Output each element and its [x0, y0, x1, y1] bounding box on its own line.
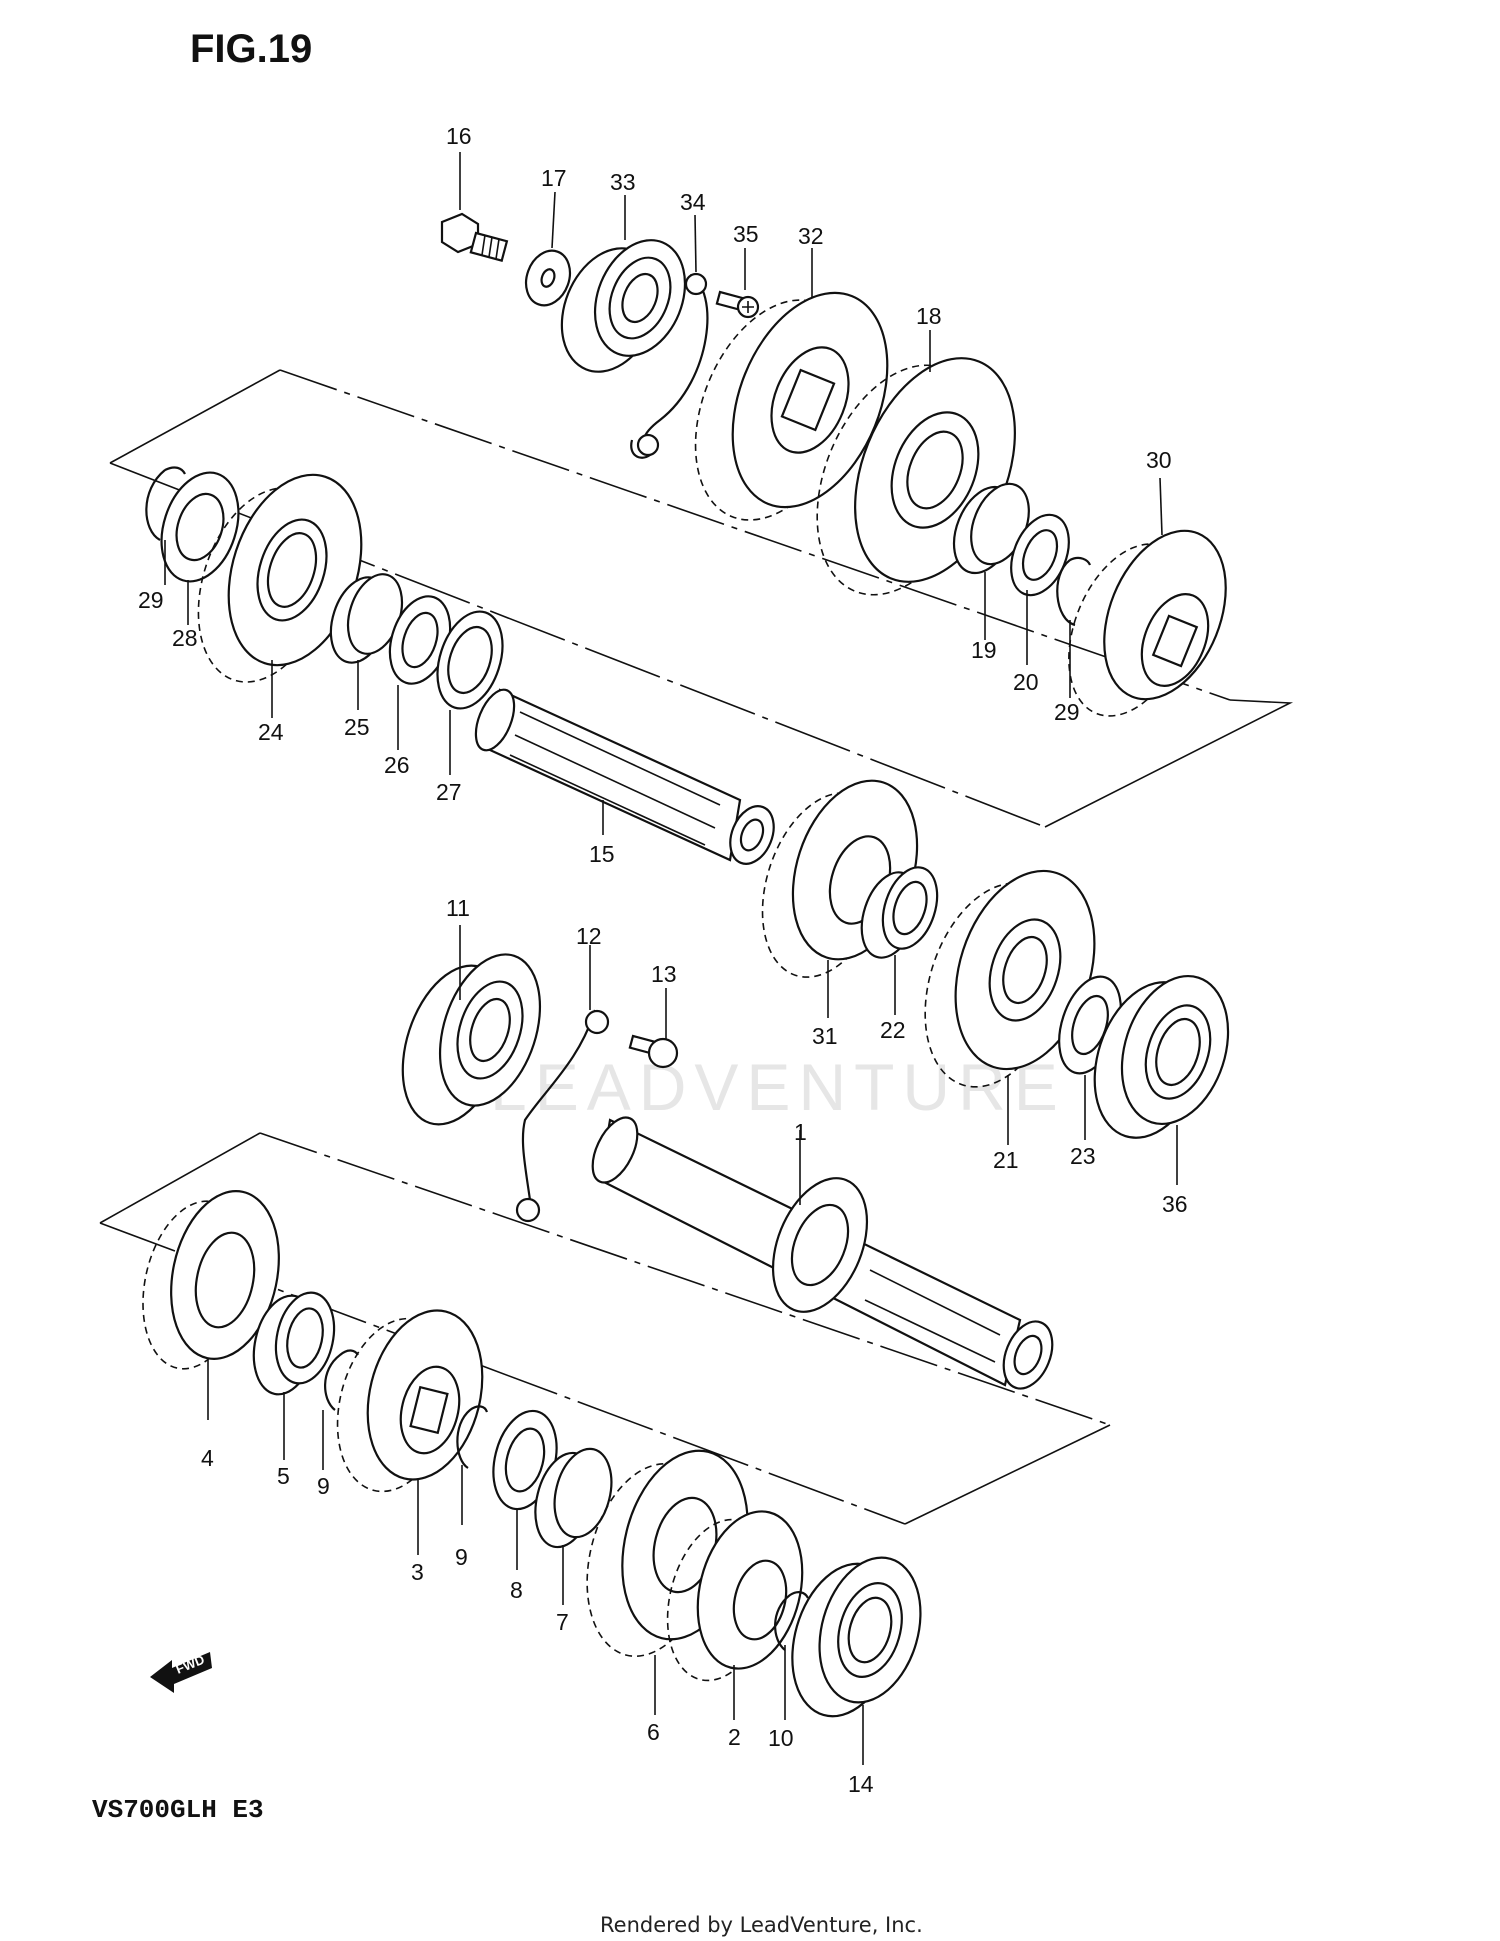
part-10-circlip[interactable]: [774, 1591, 809, 1651]
part-32-gear[interactable]: [665, 270, 917, 544]
part-12-retainer[interactable]: [515, 1009, 610, 1223]
part-11-bearing[interactable]: [384, 942, 558, 1138]
callout-labels: 16 17 33 34 35 32 18 30 19 20 29 29 28 2…: [138, 123, 1188, 1797]
callout-3[interactable]: 3: [411, 1559, 424, 1585]
fwd-arrow-icon: FWD: [150, 1652, 212, 1693]
callout-5[interactable]: 5: [277, 1463, 290, 1489]
figure-title: FIG.19: [190, 27, 312, 71]
callout-12[interactable]: 12: [576, 923, 602, 949]
callout-9-right[interactable]: 9: [455, 1544, 468, 1570]
model-code: VS700GLH E3: [92, 1795, 264, 1825]
part-1-mainshaft[interactable]: [583, 1111, 1061, 1396]
callout-17[interactable]: 17: [541, 165, 567, 191]
callout-11[interactable]: 11: [446, 895, 470, 921]
part-15-countershaft[interactable]: [468, 684, 782, 870]
part-17-washer[interactable]: [519, 245, 578, 312]
part-33-bearing[interactable]: [544, 227, 701, 387]
footer-credit: Rendered by LeadVenture, Inc.: [600, 1913, 923, 1937]
callout-23[interactable]: 23: [1070, 1143, 1096, 1169]
part-29-circlip-right[interactable]: [1056, 556, 1092, 627]
part-7-bushing[interactable]: [526, 1443, 620, 1554]
callout-16[interactable]: 16: [446, 123, 472, 149]
part-27-washer[interactable]: [426, 603, 514, 717]
callout-34[interactable]: 34: [680, 189, 706, 215]
callout-30[interactable]: 30: [1146, 447, 1172, 473]
callout-32[interactable]: 32: [798, 223, 824, 249]
callout-21[interactable]: 21: [993, 1147, 1019, 1173]
part-4-gear[interactable]: [128, 1181, 293, 1378]
callout-35[interactable]: 35: [733, 221, 759, 247]
callout-9-left[interactable]: 9: [317, 1473, 330, 1499]
part-28-washer[interactable]: [148, 463, 251, 592]
callout-18[interactable]: 18: [916, 303, 942, 329]
part-29-circlip-left[interactable]: [145, 466, 186, 541]
part-22-bushing[interactable]: [852, 860, 947, 965]
leader-lines: [164, 152, 1178, 1765]
callout-10[interactable]: 10: [768, 1725, 794, 1751]
callout-31[interactable]: 31: [812, 1023, 838, 1049]
callout-1[interactable]: 1: [794, 1119, 807, 1145]
callout-29-upper-left[interactable]: 29: [138, 587, 164, 613]
part-5-bushing[interactable]: [245, 1287, 342, 1400]
callout-6[interactable]: 6: [647, 1719, 660, 1745]
part-9-circlip-right[interactable]: [456, 1405, 489, 1469]
part-26-washer[interactable]: [379, 589, 460, 692]
part-19-bushing[interactable]: [942, 475, 1040, 582]
part-9-circlip-left[interactable]: [324, 1349, 359, 1411]
callout-13[interactable]: 13: [651, 961, 677, 987]
callout-4[interactable]: 4: [201, 1445, 214, 1471]
callout-20[interactable]: 20: [1013, 669, 1039, 695]
callout-22[interactable]: 22: [880, 1017, 906, 1043]
callout-15[interactable]: 15: [589, 841, 615, 867]
callout-27[interactable]: 27: [436, 779, 462, 805]
callout-7[interactable]: 7: [556, 1609, 569, 1635]
callout-26[interactable]: 26: [384, 752, 410, 778]
part-13-screw[interactable]: [628, 1034, 679, 1069]
callout-8[interactable]: 8: [510, 1577, 523, 1603]
callout-36[interactable]: 36: [1162, 1191, 1188, 1217]
callout-24[interactable]: 24: [258, 719, 284, 745]
part-14-bearing[interactable]: [775, 1546, 936, 1729]
callout-29-upper-right[interactable]: 29: [1054, 699, 1080, 725]
part-34-retainer[interactable]: [630, 272, 709, 459]
part-35-screw[interactable]: [715, 290, 760, 319]
callout-25[interactable]: 25: [344, 714, 370, 740]
callout-19[interactable]: 19: [971, 637, 997, 663]
part-3-gear[interactable]: [320, 1298, 499, 1503]
part-36-bearing[interactable]: [1076, 962, 1246, 1152]
callout-14[interactable]: 14: [848, 1771, 874, 1797]
callout-28[interactable]: 28: [172, 625, 198, 651]
callout-33[interactable]: 33: [610, 169, 636, 195]
watermark: LEADVENTURE: [490, 1050, 1066, 1124]
part-25-bushing[interactable]: [321, 567, 412, 670]
callout-2[interactable]: 2: [728, 1724, 741, 1750]
part-30-gear[interactable]: [1045, 513, 1249, 734]
part-24-gear[interactable]: [175, 458, 384, 700]
part-16-bolt[interactable]: [440, 212, 509, 262]
